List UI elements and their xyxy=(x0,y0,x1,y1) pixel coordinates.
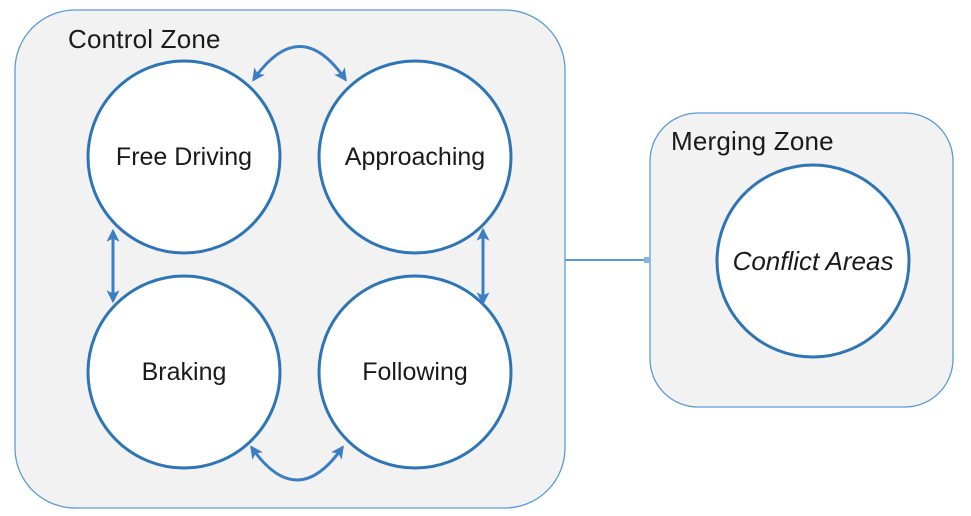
node-approaching xyxy=(317,59,513,255)
edge-free-driving-approaching xyxy=(252,45,347,82)
control-zone-title: Control Zone xyxy=(68,24,221,54)
merging-zone-title: Merging Zone xyxy=(671,126,834,156)
node-braking xyxy=(86,274,282,470)
node-free-driving xyxy=(86,59,282,255)
node-following xyxy=(317,274,513,470)
edge-braking-following xyxy=(250,445,344,482)
node-conflict-areas xyxy=(715,163,911,359)
connector-endpoint xyxy=(644,257,650,263)
